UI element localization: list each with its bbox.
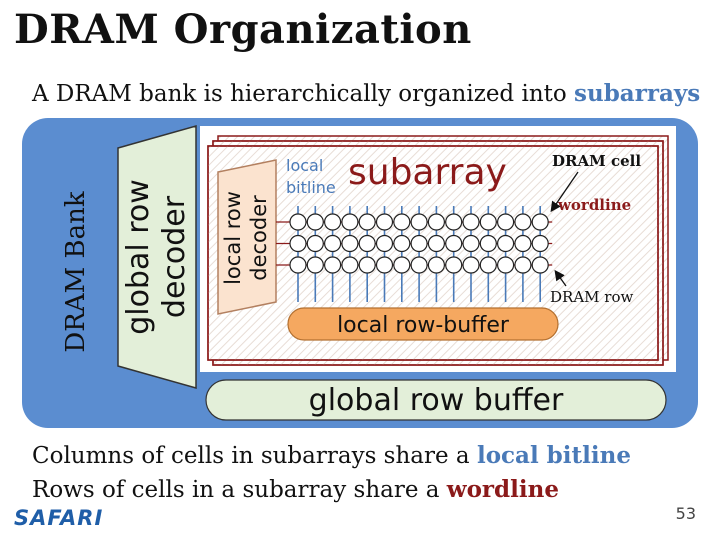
dram-cell [358,213,376,231]
local-bitline-label-line2: bitline [286,178,336,197]
global-row-decoder-line1: global row [121,179,156,335]
dram-cell [393,234,411,253]
dram-cell [479,234,497,253]
dram-cell [514,213,532,231]
dram-cell [410,234,428,253]
local-row-buffer-label: local row-buffer [337,313,510,338]
dram-cell [375,234,394,253]
dram-cell [479,256,497,274]
dram-cell [445,256,463,274]
dram-cell [393,256,411,274]
dram-cell [531,234,549,253]
dram-cell [358,256,376,274]
subtitle-text: A DRAM bank is hierarchically organized … [32,81,575,107]
dram-cell [514,234,532,253]
dram-cell [462,256,480,274]
dram-cell [341,213,359,231]
dram-cell [410,213,428,231]
subtitle-highlight: subarrays [574,80,701,107]
bitline-caption: Columns of cells in subarrays share a lo… [32,442,631,469]
local-row-decoder-line1: local row [221,191,245,285]
bitline-caption-text: Columns of cells in subarrays share a [32,443,477,469]
dram-cell [306,256,324,274]
subarray-label: subarray [348,152,507,193]
dram-cell [445,234,463,253]
local-row-buffer [287,307,559,341]
global-row-decoder-line2: decoder [157,195,192,318]
dram-cell [289,213,307,231]
dram-bank-label: DRAM Bank [61,191,91,352]
page-number: 53 [675,504,696,523]
local-row-decoder-line2: decoder [247,195,271,281]
dram-row-arrow [554,269,567,287]
dram-cell [324,213,342,231]
wordline-caption-text: Rows of cells in a subarray share a [32,477,447,503]
dram-cell [393,213,411,231]
local-bitline-label-line1: local [286,156,323,175]
dram-cell [497,234,515,253]
dram-cell [289,234,307,253]
safari-logo: SAFARI [14,506,104,530]
dram-cell [306,213,324,231]
dram-cell [479,213,497,231]
global-row-decoder [117,125,197,389]
page-title: DRAM Organization [14,6,472,53]
dram-cell [445,213,463,231]
dram-row-label: DRAM row [550,288,633,306]
dram-cell [427,213,445,231]
dram-cell [341,256,359,274]
dram-cell [497,256,515,274]
global-row-buffer-label: global row buffer [309,383,564,418]
global-row-buffer [205,379,667,421]
dram-cells [289,213,549,274]
bitline-caption-highlight: local bitline [476,442,631,469]
dram-cell [462,234,480,253]
dram-cell [531,256,549,274]
dram-cell [306,234,324,253]
dram-cell-arrow [550,171,579,213]
dram-cell [324,256,342,274]
dram-cell [289,256,307,274]
local-row-decoder [217,159,277,315]
dram-cell [324,234,342,253]
dram-cell [375,256,394,274]
dram-cell [514,256,532,274]
dram-cell [531,213,549,231]
dram-cell [375,213,394,231]
dram-cell [462,213,480,231]
dram-cell [358,234,376,253]
wordline-caption-highlight: wordline [446,476,559,503]
dram-cell [427,256,445,274]
dram-cell [497,213,515,231]
dram-cell [410,256,428,274]
dram-cell [341,234,359,253]
dram-cell-label: DRAM cell [552,152,641,170]
wordline-caption: Rows of cells in a subarray share a word… [32,476,559,503]
dram-cell [427,234,445,253]
subtitle: A DRAM bank is hierarchically organized … [32,80,700,107]
wordline-label: wordline [557,196,631,214]
